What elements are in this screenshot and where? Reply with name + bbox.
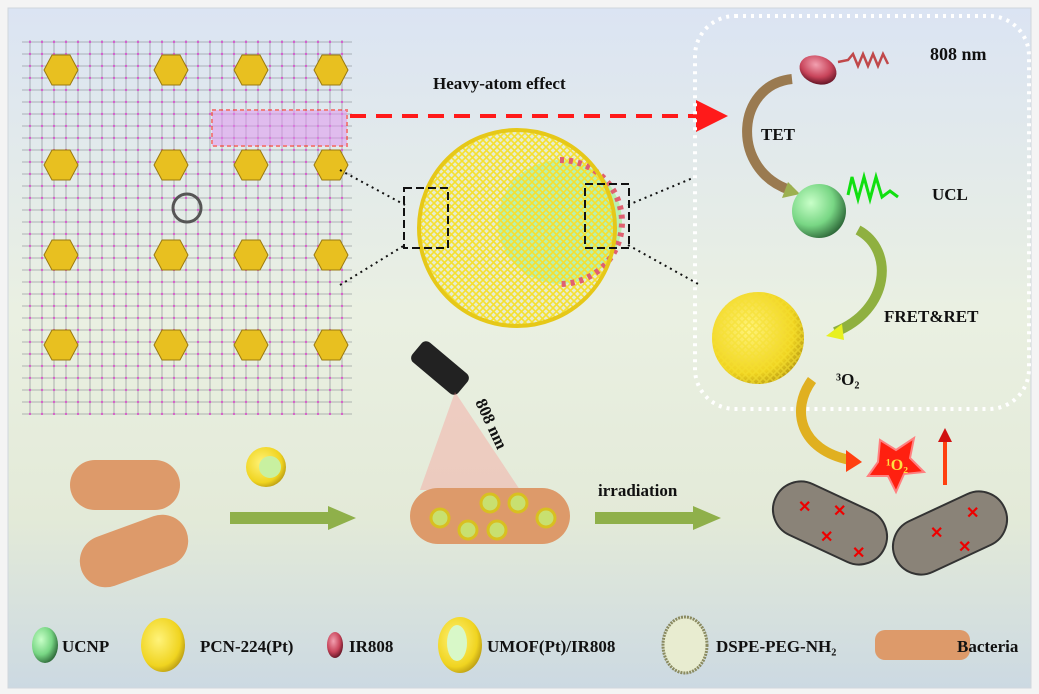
zr-cluster-node [313,54,349,86]
legend-label-dspe-peg: DSPE-PEG-NH₂ [716,637,836,656]
tet-label: TET [761,125,796,144]
zr-cluster-node [43,329,79,361]
umof-sphere-closeup [403,128,630,328]
svg-text:✕: ✕ [833,503,846,520]
bacteria-untreated [70,460,189,588]
pcn224-icon [141,618,185,672]
svg-text:✕: ✕ [820,529,833,546]
svg-text:✕: ✕ [798,499,811,516]
triplet-oxygen-label: ³O₂ [836,370,859,389]
zr-cluster-node [233,239,269,271]
zr-cluster-node [233,149,269,181]
zr-cluster-node [233,329,269,361]
zr-cluster-node [153,239,189,271]
zr-cluster-node [153,54,189,86]
zr-cluster-node [313,329,349,361]
irradiation-label: irradiation [598,481,678,500]
zr-cluster-node [233,54,269,86]
fret-arrow [832,225,887,337]
zr-cluster-node [43,239,79,271]
ucnp-icon [32,627,58,663]
umof-nanoparticle-small [246,447,286,487]
bacterium-with-nanoparticles [410,488,570,544]
bacteria-icon [875,630,970,660]
svg-text:✕: ✕ [930,525,943,542]
legend-label-ir808: IR808 [349,637,393,656]
heavy-atom-label: Heavy-atom effect [433,74,566,93]
mechanism-box [693,14,1031,411]
bacteria-killed: ✕✕✕✕✕✕✕ [771,480,1009,576]
zr-cluster-node [153,149,189,181]
zr-cluster-node [313,239,349,271]
legend: UCNP PCN-224(Pt) IR808 UMOF(Pt)/IR808 DS… [32,615,1019,675]
ucl-wave-icon [846,171,899,205]
zoom-lines [339,169,701,286]
singlet-oxygen-burst [866,435,927,495]
wavelength-label: 808 nm [930,44,987,64]
svg-text:✕: ✕ [966,505,979,522]
ir808-molecule [799,55,837,85]
porphyrin-center [171,192,203,224]
dspe-peg-icon [661,615,709,675]
zr-cluster-node [313,149,349,181]
legend-label-ucnp: UCNP [62,637,109,656]
legend-label-pcn224: PCN-224(Pt) [200,637,293,656]
svg-text:✕: ✕ [852,545,865,562]
zr-cluster-node [153,329,189,361]
ucnp-particle [792,184,846,238]
highlight-box [211,109,348,147]
zr-cluster-node [43,149,79,181]
legend-label-umof: UMOF(Pt)/IR808 [487,637,615,656]
ucl-label: UCL [932,185,968,204]
fret-label: FRET&RET [884,307,979,326]
tet-arrow [742,74,793,195]
legend-label-bacteria: Bacteria [957,637,1019,656]
oxygen-conversion-arrow [795,377,852,465]
laser-device [411,341,520,490]
mof-crystal-structure [22,40,352,415]
ir808-icon [327,632,343,658]
zr-cluster-node [43,54,79,86]
svg-text:✕: ✕ [958,539,971,556]
nir-wave-icon [837,50,890,70]
singlet-oxygen-label: ¹O₂ [886,457,908,474]
